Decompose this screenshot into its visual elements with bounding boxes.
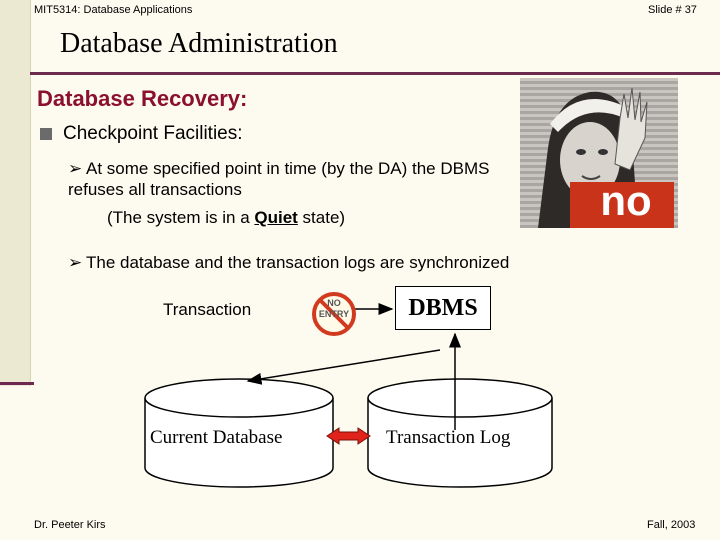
note-suffix: state) xyxy=(297,208,346,227)
slide-number: Slide # 37 xyxy=(648,4,697,16)
transaction-log-cylinder xyxy=(367,378,553,488)
bullet-text: Checkpoint Facilities: xyxy=(63,123,243,144)
sync-double-arrow xyxy=(326,427,371,445)
no-entry-line-2: ENTRY xyxy=(318,309,350,319)
no-entry-text: NO ENTRY xyxy=(313,298,355,320)
bullet-item: Checkpoint Facilities: xyxy=(40,123,243,145)
stamp-text: no xyxy=(600,177,652,224)
arrow-bullet-icon: ➢ xyxy=(68,159,83,178)
note-prefix: (The system is in a xyxy=(107,208,255,227)
no-entry-sign xyxy=(312,292,356,336)
section-heading: Database Recovery: xyxy=(37,86,248,111)
sub-bullet: ➢At some specified point in time (by the… xyxy=(68,158,528,200)
transaction-log-label: Transaction Log xyxy=(386,427,511,448)
course-header: MIT5314: Database Applications xyxy=(34,4,193,16)
footer-author: Dr. Peeter Kirs xyxy=(34,519,106,531)
left-sidebar-band xyxy=(0,0,31,386)
footer-term: Fall, 2003 xyxy=(647,519,696,531)
nurse-photo: no xyxy=(520,78,678,228)
square-bullet-icon xyxy=(40,128,52,140)
current-database-label: Current Database xyxy=(150,427,283,448)
no-entry-line-1: NO xyxy=(327,298,341,308)
current-database-cylinder xyxy=(144,378,334,488)
arrow-to-current-db xyxy=(246,349,441,385)
sidebar-accent xyxy=(0,382,34,385)
page-title: Database Administration xyxy=(60,28,338,59)
sub-bullet-note: (The system is in a Quiet state) xyxy=(107,208,345,228)
dbms-box: DBMS xyxy=(395,286,491,330)
arrow-bullet-icon: ➢ xyxy=(68,253,83,272)
stamp-background xyxy=(570,182,674,228)
photo-illustration xyxy=(520,78,678,228)
sub-bullet-text: The database and the transaction logs ar… xyxy=(86,253,510,272)
transaction-label: Transaction xyxy=(163,300,252,319)
sub-bullet: ➢The database and the transaction logs a… xyxy=(68,252,509,273)
sub-bullet-text: At some specified point in time (by the … xyxy=(68,159,490,199)
note-emphasis: Quiet xyxy=(254,208,298,227)
title-rule xyxy=(30,72,720,75)
